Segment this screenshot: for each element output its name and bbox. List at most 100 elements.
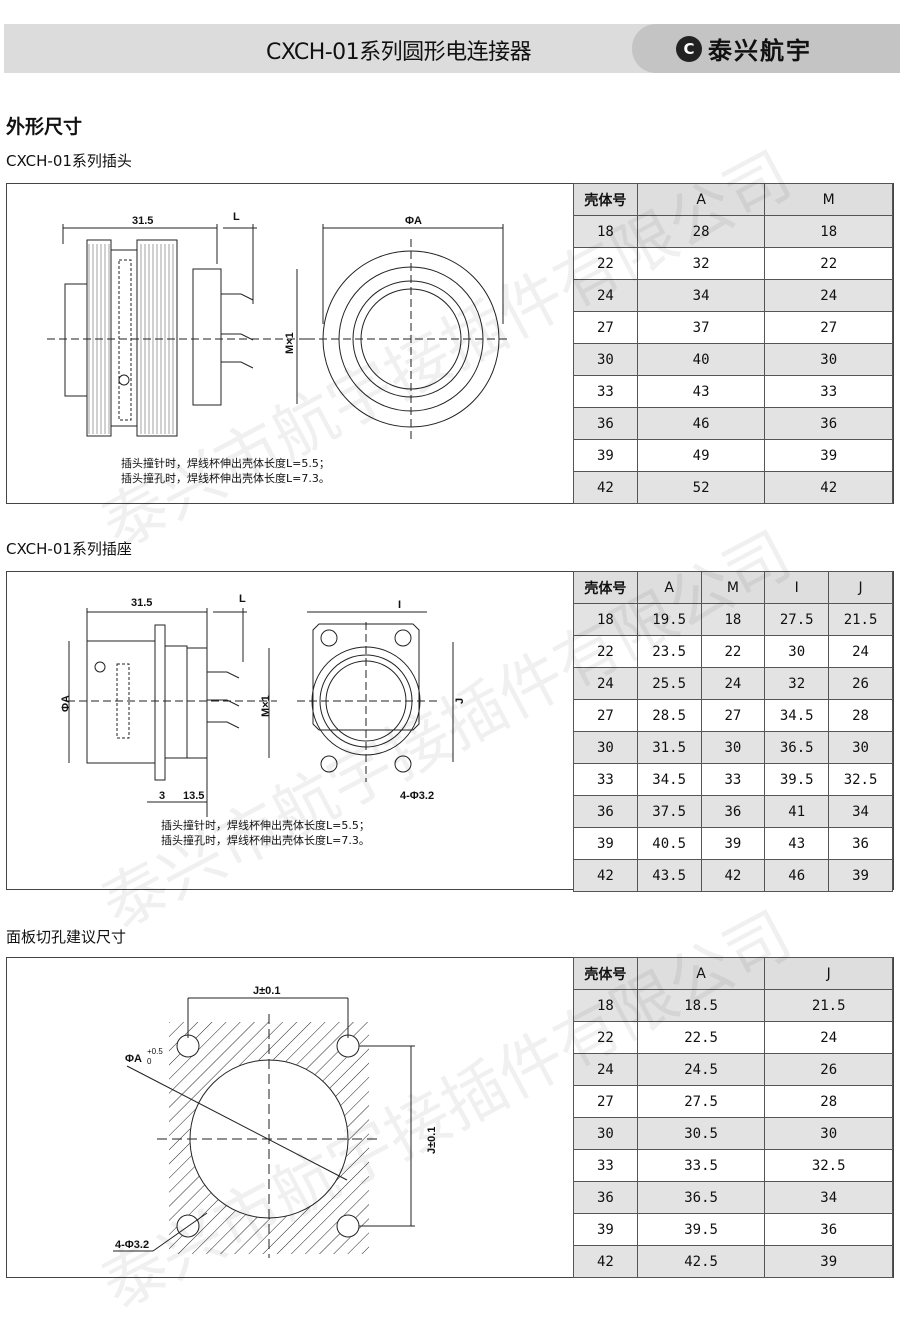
socket-drawing: 31.5 L ΦA M×1 3 13.5 I J 4-Φ3.2 <box>60 593 466 817</box>
table-cell: 43.5 <box>636 859 702 892</box>
table-cell: 18 <box>573 215 638 248</box>
table-cell: 42 <box>573 1245 638 1278</box>
table-cell: 30 <box>828 731 893 764</box>
table-cell: 33 <box>573 375 638 408</box>
socket-dim-J: J <box>454 698 466 704</box>
brand-logo: C 泰兴航宇 <box>632 24 900 73</box>
plug-note-2: 插头撞孔时，焊线杯伸出壳体长度L=7.3。 <box>121 472 330 485</box>
plug-panel: 31.5 L ΦA M×1 插头撞针时，焊线杯伸出壳体长度L=5.5； 插头撞孔… <box>6 183 894 504</box>
table-cell: 21.5 <box>764 989 893 1022</box>
table-cell: 33 <box>700 763 766 796</box>
logo-icon: C <box>676 35 702 62</box>
plug-note-1: 插头撞针时，焊线杯伸出壳体长度L=5.5； <box>121 457 330 470</box>
table-cell: 27.5 <box>764 603 830 636</box>
table-cell: 36 <box>573 795 638 828</box>
table-cell: 34 <box>636 279 766 312</box>
table-cell: 36 <box>828 827 893 860</box>
table-cell: 18 <box>764 215 893 248</box>
table-cell: 26 <box>828 667 893 700</box>
socket-dim-M: M×1 <box>260 695 272 717</box>
table-cell: 28 <box>636 215 766 248</box>
plug-dim-phiA: ΦA <box>405 215 422 227</box>
socket-dim-3: 3 <box>159 790 165 802</box>
table-cell: 25.5 <box>636 667 702 700</box>
table-cell: 31.5 <box>636 731 702 764</box>
col-header: 壳体号 <box>573 183 638 216</box>
table-cell: 28.5 <box>636 699 702 732</box>
table-cell: 23.5 <box>636 635 702 668</box>
table-cell: 22 <box>764 247 893 280</box>
cutout-tol-upper: +0.5 <box>147 1047 163 1056</box>
table-cell: 36.5 <box>764 731 830 764</box>
table-cell: 30 <box>764 635 830 668</box>
table-cell: 32 <box>636 247 766 280</box>
table-cell: 42 <box>573 859 638 892</box>
table-cell: 22 <box>573 1021 638 1054</box>
table-cell: 33 <box>573 763 638 796</box>
table-cell: 27 <box>700 699 766 732</box>
table-cell: 52 <box>636 471 766 504</box>
table-cell: 26 <box>764 1053 893 1086</box>
table-cell: 18.5 <box>636 989 766 1022</box>
table-cell: 39.5 <box>636 1213 766 1246</box>
table-cell: 27 <box>573 1085 638 1118</box>
table-cell: 32 <box>764 667 830 700</box>
socket-panel: 31.5 L ΦA M×1 3 13.5 I J 4-Φ3.2 插头撞针时，焊线… <box>6 571 894 892</box>
table-cell: 30 <box>573 343 638 376</box>
socket-title: CXCH-01系列插座 <box>6 540 132 558</box>
table-cell: 30.5 <box>636 1117 766 1150</box>
socket-holes: 4-Φ3.2 <box>400 790 434 802</box>
table-cell: 42 <box>764 471 893 504</box>
cutout-dim-J-vertical: J±0.1 <box>426 1127 438 1154</box>
col-header: J <box>764 957 893 990</box>
table-cell: 34 <box>828 795 893 828</box>
table-cell: 46 <box>764 859 830 892</box>
table-cell: 22 <box>573 635 638 668</box>
table-cell: 32.5 <box>764 1149 893 1182</box>
table-cell: 46 <box>636 407 766 440</box>
table-cell: 28 <box>764 1085 893 1118</box>
plug-dim-length: 31.5 <box>132 215 153 227</box>
cutout-dim-phiA: ΦA <box>125 1053 142 1065</box>
table-cell: 32.5 <box>828 763 893 796</box>
cutout-tol-lower: 0 <box>147 1057 152 1066</box>
plug-title: CXCH-01系列插头 <box>6 152 132 170</box>
table-cell: 39 <box>573 827 638 860</box>
table-cell: 39 <box>573 439 638 472</box>
socket-dim-I: I <box>398 599 401 611</box>
table-cell: 24 <box>573 1053 638 1086</box>
col-header: A <box>636 183 766 216</box>
table-cell: 27 <box>573 311 638 344</box>
table-cell: 34.5 <box>636 763 702 796</box>
socket-dim-phiA: ΦA <box>60 695 72 712</box>
col-header: 壳体号 <box>573 571 638 604</box>
table-cell: 19.5 <box>636 603 702 636</box>
cutout-dim-J-horizontal: J±0.1 <box>253 985 280 997</box>
table-cell: 36 <box>573 407 638 440</box>
table-cell: 18 <box>573 603 638 636</box>
table-cell: 24 <box>573 667 638 700</box>
table-cell: 18 <box>573 989 638 1022</box>
table-cell: 39.5 <box>764 763 830 796</box>
table-cell: 22.5 <box>636 1021 766 1054</box>
socket-note-1: 插头撞针时，焊线杯伸出壳体长度L=5.5； <box>161 819 370 832</box>
table-cell: 24 <box>573 279 638 312</box>
